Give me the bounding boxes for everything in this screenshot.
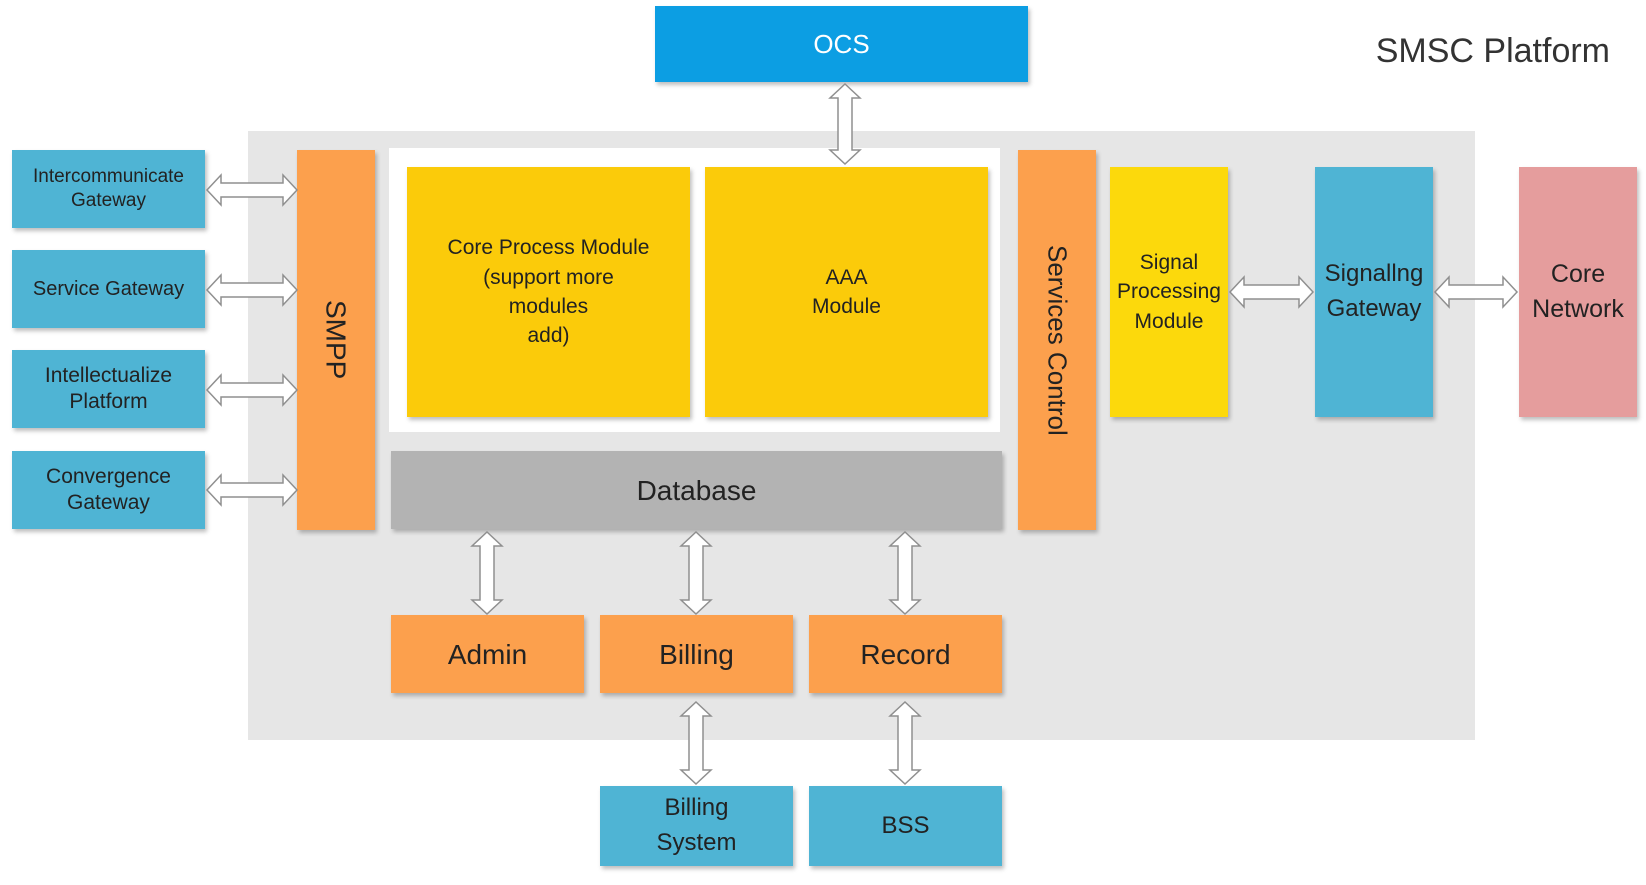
arrow-database-record: [888, 530, 922, 616]
convergence-gateway-node: Convergence Gateway: [12, 451, 205, 529]
core-process-module-node: Core Process Module (support more module…: [407, 167, 690, 417]
intellectualize-platform-node: Intellectualize Platform: [12, 350, 205, 428]
arrow-intellectualize-smpp: [205, 373, 299, 407]
billing-node: Billing: [600, 615, 793, 693]
arrow-ocs-aaa: [828, 82, 862, 166]
core-network-node: Core Network: [1519, 167, 1637, 417]
arrow-signal-signalling: [1228, 275, 1315, 309]
arrow-record-bss: [888, 700, 922, 786]
bss-node: BSS: [809, 786, 1002, 866]
arrow-intercommunicate-smpp: [205, 173, 299, 207]
signal-processing-module-node: Signal Processing Module: [1110, 167, 1228, 417]
services-control-node: Services Control: [1018, 150, 1096, 530]
record-node: Record: [809, 615, 1002, 693]
arrow-convergence-smpp: [205, 473, 299, 507]
intercommunicate-gateway-node: Intercommunicate Gateway: [12, 150, 205, 228]
arrow-billing-billing-system: [679, 700, 713, 786]
arrow-database-admin: [470, 530, 504, 616]
service-gateway-node: Service Gateway: [12, 250, 205, 328]
aaa-module-node: AAA Module: [705, 167, 988, 417]
ocs-node: OCS: [655, 6, 1028, 82]
smpp-node: SMPP: [297, 150, 375, 530]
signalling-gateway-node: Signallng Gateway: [1315, 167, 1433, 417]
smpp-label: SMPP: [320, 300, 352, 380]
admin-node: Admin: [391, 615, 584, 693]
billing-system-node: Billing System: [600, 786, 793, 866]
services-control-label: Services Control: [1042, 244, 1073, 436]
database-node: Database: [391, 451, 1002, 529]
arrow-service-smpp: [205, 273, 299, 307]
arrow-signalling-core: [1433, 275, 1519, 309]
platform-title: SMSC Platform: [1375, 32, 1610, 70]
arrow-database-billing: [679, 530, 713, 616]
